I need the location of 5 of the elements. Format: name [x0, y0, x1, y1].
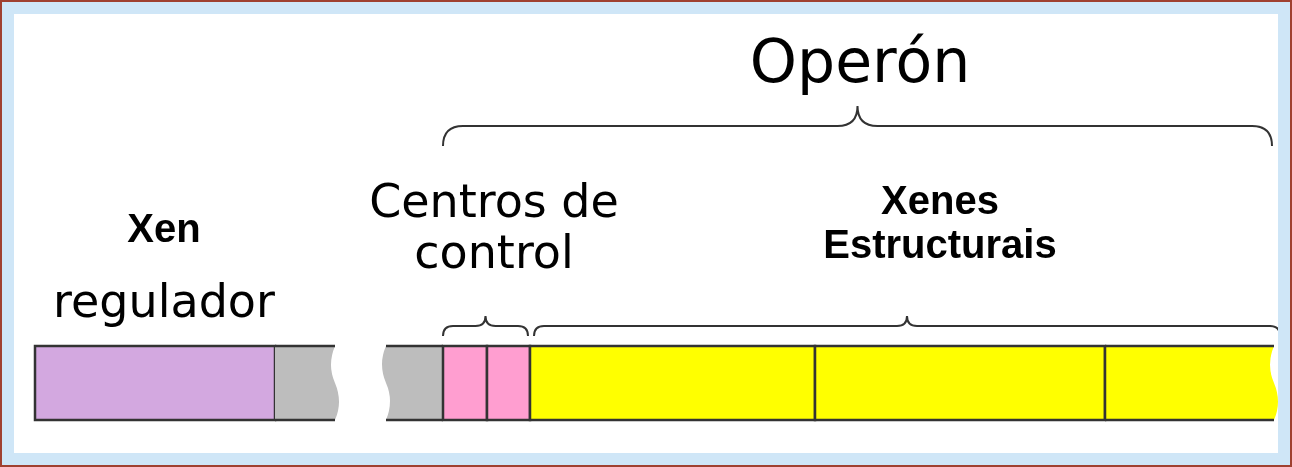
gene-label: Centros de control: [368, 176, 620, 278]
operon-title: Operón: [748, 28, 972, 94]
gene-label: regulador: [52, 276, 276, 327]
gene-heading: Xenes Estructurais: [822, 178, 1058, 266]
gene-heading: Xen: [126, 206, 202, 250]
